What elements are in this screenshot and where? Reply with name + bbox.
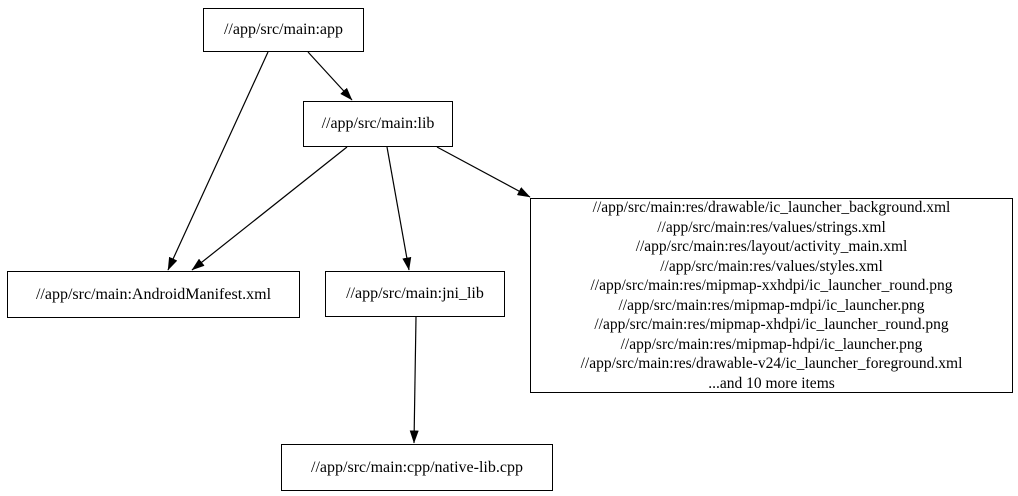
- resource-item: //app/src/main:res/values/styles.xml: [660, 257, 883, 275]
- edge-app-to-manifest: [167, 51, 269, 271]
- node-manifest-label: //app/src/main:AndroidManifest.xml: [35, 285, 272, 303]
- graph-node-native-lib-cpp: //app/src/main:cpp/native-lib.cpp: [281, 444, 553, 491]
- node-jni-lib-label: //app/src/main:jni_lib: [346, 285, 484, 303]
- resource-item: //app/src/main:res/mipmap-xhdpi/ic_launc…: [594, 316, 949, 333]
- node-lib-label: //app/src/main:lib: [321, 115, 435, 133]
- resource-item: //app/src/main:res/layout/activity_main.…: [635, 238, 908, 255]
- resource-item: //app/src/main:res/mipmap-mdpi/ic_launch…: [618, 296, 925, 314]
- edge-app-to-lib: [307, 51, 353, 101]
- resource-item: //app/src/main:res/drawable/ic_launcher_…: [592, 199, 951, 216]
- graph-node-android-manifest: //app/src/main:AndroidManifest.xml: [7, 271, 300, 318]
- node-app-label: //app/src/main:app: [223, 21, 344, 39]
- resource-item: //app/src/main:res/mipmap-hdpi/ic_launch…: [620, 335, 923, 353]
- resource-item: //app/src/main:res/mipmap-xxhdpi/ic_laun…: [590, 277, 953, 294]
- graph-node-jni-lib: //app/src/main:jni_lib: [325, 271, 505, 317]
- edge-lib-to-manifest: [191, 146, 348, 271]
- node-native-lib-label: //app/src/main:cpp/native-lib.cpp: [311, 458, 523, 476]
- resource-items-more: ...and 10 more items: [708, 374, 835, 392]
- edge-lib-to-resources: [436, 146, 531, 198]
- resource-item: //app/src/main:res/values/strings.xml: [657, 218, 886, 236]
- graph-node-resources-group: //app/src/main:res/drawable/ic_launcher_…: [530, 198, 1013, 393]
- edge-jni-lib-to-native: [409, 316, 419, 444]
- edge-lib-to-jni-lib: [386, 146, 412, 271]
- graph-node-lib: //app/src/main:lib: [303, 101, 453, 147]
- resource-item: //app/src/main:res/drawable-v24/ic_launc…: [580, 355, 963, 372]
- graph-node-app: //app/src/main:app: [203, 8, 364, 52]
